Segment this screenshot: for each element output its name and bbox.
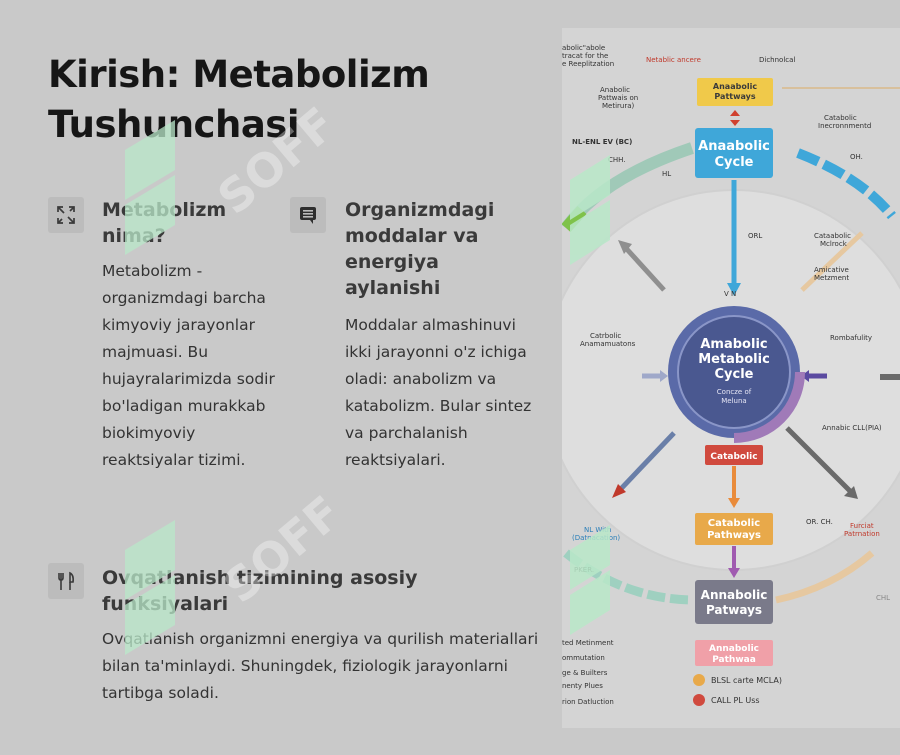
svg-text:Patways: Patways: [706, 603, 762, 617]
svg-text:Rombafulity: Rombafulity: [830, 334, 872, 342]
svg-text:Catrbolic: Catrbolic: [590, 332, 621, 340]
card-title-organizm: Organizmdagi moddalar va energiya aylani…: [345, 199, 495, 299]
svg-text:Anaabolic: Anaabolic: [713, 82, 757, 91]
svg-text:Cycle: Cycle: [715, 155, 754, 170]
svg-text:CALL PL Uss: CALL PL Uss: [711, 696, 760, 705]
svg-text:V N: V N: [724, 290, 736, 298]
svg-text:NL With: NL With: [584, 526, 611, 534]
svg-text:Concze of: Concze of: [717, 388, 752, 396]
box-anaabolic-cycle: [695, 128, 773, 178]
svg-text:rion Datluction: rion Datluction: [562, 698, 614, 706]
svg-text:Catabolic: Catabolic: [710, 452, 757, 462]
svg-text:OH.: OH.: [850, 153, 863, 161]
svg-text:Furciat: Furciat: [850, 522, 874, 530]
svg-text:Netablic ancere: Netablic ancere: [646, 56, 701, 64]
svg-text:Patrnation: Patrnation: [844, 530, 880, 538]
box-annabolic-pathwaa: [695, 640, 773, 666]
svg-text:Annabolic: Annabolic: [701, 588, 768, 602]
svg-text:Meluna: Meluna: [721, 397, 746, 405]
svg-text:Pattwais on: Pattwais on: [598, 94, 638, 102]
box-anaabolic-pattways: [697, 78, 773, 106]
svg-text:abolic"abole: abolic"abole: [562, 44, 605, 52]
svg-text:Metzment: Metzment: [814, 274, 849, 282]
box-annabolic-patways: [695, 580, 773, 624]
svg-text:Catabolic: Catabolic: [824, 114, 857, 122]
svg-text:Anabolic: Anabolic: [600, 86, 630, 94]
card-title-ovqatlanish: Ovqatlanish tizimining asosiy funksiyala…: [102, 567, 418, 615]
svg-text:Metabolic: Metabolic: [698, 352, 770, 367]
svg-text:CHL: CHL: [876, 594, 890, 602]
box-catabolic-pathways: [695, 513, 773, 545]
legend-icon-1: [693, 674, 705, 686]
svg-text:ORL: ORL: [748, 232, 762, 240]
svg-text:ted Metinment: ted Metinment: [562, 639, 614, 647]
svg-text:OR. CH.: OR. CH.: [806, 518, 833, 526]
svg-text:BLSL carte MCLA): BLSL carte MCLA): [711, 676, 782, 685]
legend-icon-2: [693, 694, 705, 706]
svg-text:Cataabolic: Cataabolic: [814, 232, 851, 240]
svg-text:ge & Builters: ge & Builters: [562, 669, 608, 677]
svg-text:CHH.: CHH.: [608, 156, 626, 164]
svg-text:Inecronnmentd: Inecronnmentd: [818, 122, 871, 130]
svg-text:Mclrock: Mclrock: [820, 240, 848, 248]
page-title: Kirish: Metabolizm Tushunchasi: [48, 53, 430, 146]
svg-text:ommutation: ommutation: [562, 654, 605, 662]
svg-text:Annabic CLL(PIA): Annabic CLL(PIA): [822, 424, 882, 432]
svg-text:Dichnolcal: Dichnolcal: [759, 56, 795, 64]
card-desc-ovqatlanish: Ovqatlanish organizmni energiya va quril…: [102, 630, 539, 702]
svg-text:NL-ENL EV (BC): NL-ENL EV (BC): [572, 138, 632, 146]
svg-text:Pathways: Pathways: [707, 530, 761, 541]
card-desc-metabolizm: Metabolizm - organizmdagi barcha kimyovi…: [102, 262, 275, 469]
svg-text:Catabolic: Catabolic: [708, 518, 760, 529]
svg-text:e Reeplitzation: e Reeplitzation: [562, 60, 614, 68]
card-title-metabolizm: Metabolizm nima?: [102, 199, 227, 247]
svg-text:HL: HL: [662, 170, 671, 178]
svg-text:Pattways: Pattways: [714, 92, 755, 101]
svg-text:nenty Plues: nenty Plues: [562, 682, 603, 690]
svg-text:Cycle: Cycle: [715, 367, 754, 382]
svg-text:Amicative: Amicative: [814, 266, 849, 274]
svg-text:Amabolic: Amabolic: [700, 337, 767, 352]
chat-lines-icon: [290, 197, 326, 233]
svg-text:tracat for the: tracat for the: [562, 52, 608, 60]
svg-text:Pathwaa: Pathwaa: [712, 655, 756, 665]
svg-text:Anamamuatons: Anamamuatons: [580, 340, 636, 348]
svg-text:Annabolic: Annabolic: [709, 644, 759, 654]
svg-text:Metirura): Metirura): [602, 102, 635, 110]
metabolism-diagram: Amabolic Metabolic Cycle Concze of Melun…: [562, 28, 900, 728]
arc-right: [796, 148, 896, 220]
svg-text:PKER.: PKER.: [574, 566, 594, 574]
card-desc-organizm: Moddalar almashinuvi ikki jarayonni o'z …: [345, 316, 532, 469]
fork-knife-icon: [48, 563, 84, 599]
svg-text:(Datnacation): (Datnacation): [572, 534, 620, 542]
svg-text:Anaabolic: Anaabolic: [698, 139, 770, 154]
arrows-cycle-icon: [48, 197, 84, 233]
box-catabolic: [705, 445, 763, 465]
